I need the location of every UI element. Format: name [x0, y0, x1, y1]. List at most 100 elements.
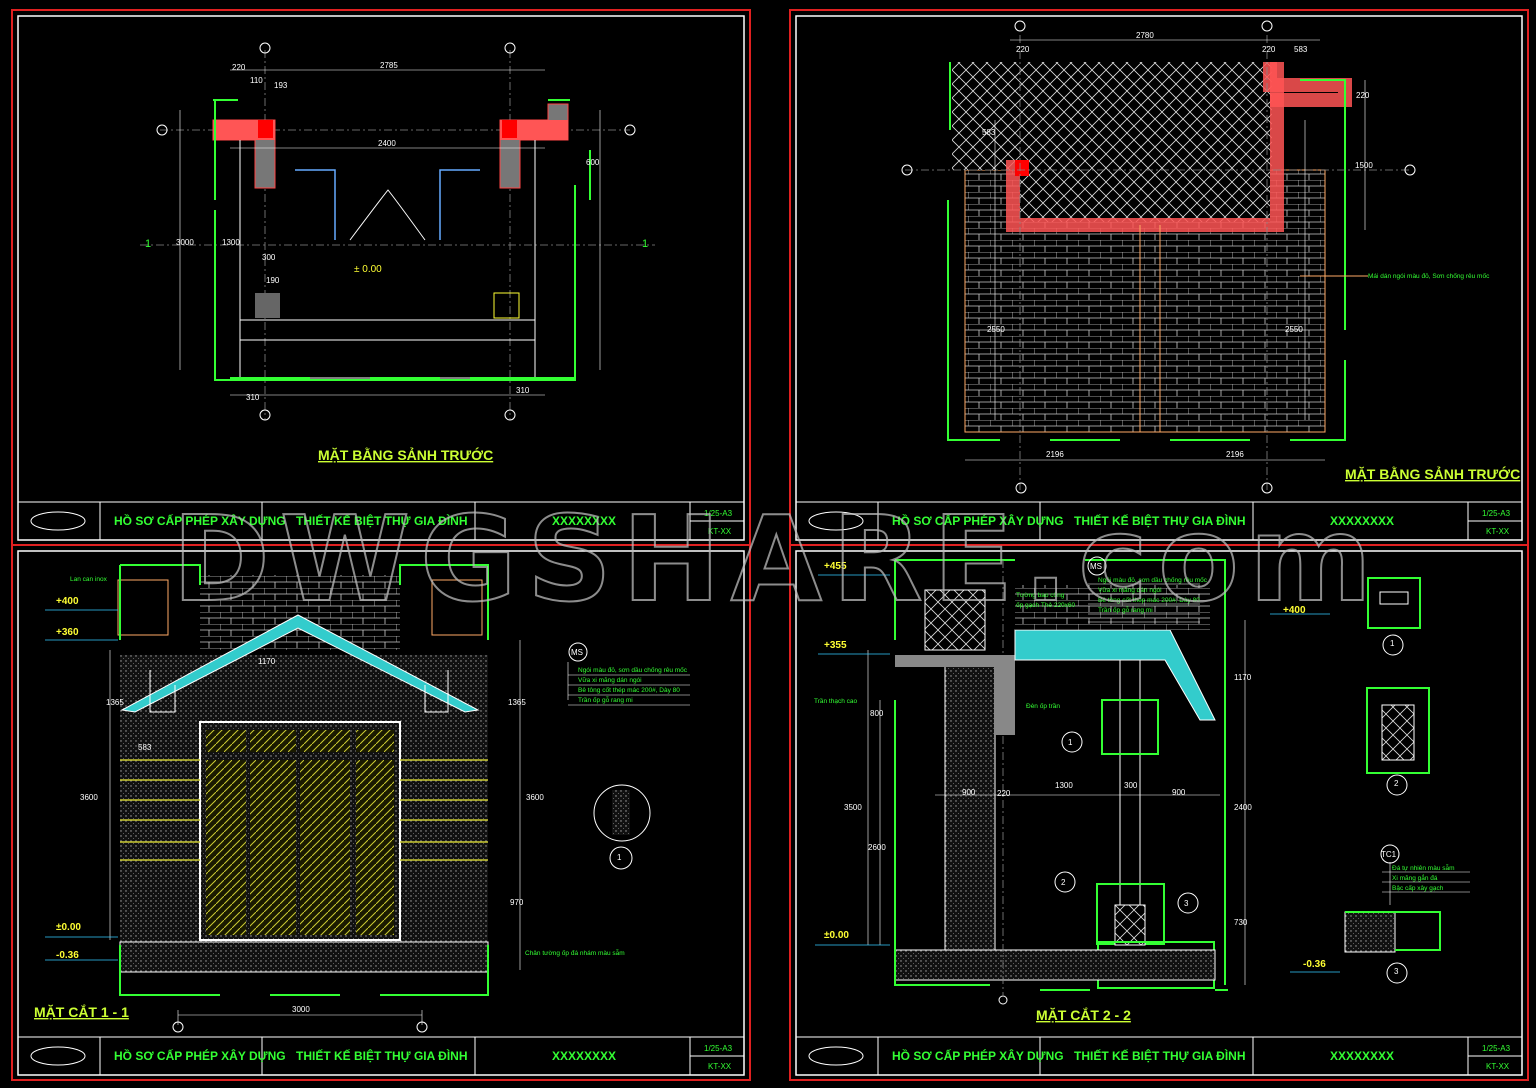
material-note: Bê tông cốt thép mác 200#, Dày 80: [578, 685, 680, 694]
dim-label: 310: [246, 393, 260, 402]
panel-title: MẶT CẮT 1 - 1: [34, 1003, 129, 1020]
dim-label: 300: [1124, 781, 1138, 790]
wall-note: Tường bao cổng: [1016, 591, 1065, 599]
dim-label: 1170: [258, 657, 276, 666]
dim-label: 220: [1356, 91, 1370, 100]
level-label: +355: [824, 640, 847, 651]
panel-title: MẶT BẰNG SẢNH TRƯỚC: [1345, 465, 1520, 482]
dim-label: 3600: [80, 793, 98, 802]
dim-label: 220: [1262, 45, 1276, 54]
dim-label: 190: [266, 276, 280, 285]
project-type: HỒ SƠ CẤP PHÉP XÂY DỰNG: [114, 513, 286, 528]
level-label: -0.36: [1303, 959, 1326, 970]
dim-label: 2196: [1226, 450, 1244, 459]
detail-tag: 2: [1394, 779, 1399, 788]
finish-note: Đá tự nhiên màu sẫm: [1392, 863, 1455, 872]
base-note: Chân tường ốp đá nhám màu sẫm: [525, 948, 625, 957]
dim-label: 193: [274, 81, 288, 90]
level-label: ±0.00: [56, 922, 81, 933]
material-note: Ngói màu đỏ, sơn dầu chống rêu mốc: [1098, 575, 1208, 584]
section-mark: 1: [642, 238, 648, 250]
dim-label: 1300: [222, 238, 240, 247]
ceiling-note: Trần thạch cao: [814, 696, 858, 705]
detail-tag: 1: [1390, 639, 1395, 648]
level-label: +400: [56, 596, 79, 607]
project-type: HỒ SƠ CẤP PHÉP XÂY DỰNG: [114, 1048, 286, 1063]
dim-label: 220: [997, 789, 1011, 798]
company-logo-icon: [30, 1046, 86, 1066]
watermark: DWGSHARE.com: [172, 490, 1372, 628]
detail-tag: 3: [1394, 967, 1399, 976]
dim-label: 1365: [508, 698, 526, 707]
dim-label: 900: [962, 788, 976, 797]
plan-right: 2780 220 220 583 583 220 1500 2196 2196 …: [901, 20, 1520, 494]
title-block-top-left: HỒ SƠ CẤP PHÉP XÂY DỰNG THIẾT KẾ BIỆT TH…: [17, 501, 745, 541]
scale: 1/25-A3: [1482, 509, 1511, 518]
dim-label: 2550: [1285, 325, 1303, 334]
company-logo-icon: [808, 511, 864, 531]
company-logo-icon: [30, 511, 86, 531]
dim-label: 583: [138, 743, 152, 752]
scale: 1/25-A3: [1482, 1044, 1511, 1053]
detail-tag: 1: [1068, 738, 1073, 747]
project-type: HỒ SƠ CẤP PHÉP XÂY DỰNG: [892, 513, 1064, 528]
detail-tag: 3: [1184, 899, 1189, 908]
dim-label: 220: [1016, 45, 1030, 54]
ms-tag: MS: [571, 648, 583, 657]
company-logo-icon: [808, 1046, 864, 1066]
dim-label: 2400: [1234, 803, 1252, 812]
dim-label: 970: [510, 898, 524, 907]
detail-tag: 1: [617, 853, 622, 862]
title-block-bottom-right: HỒ SƠ CẤP PHÉP XÂY DỰNG THIẾT KẾ BIỆT TH…: [795, 1036, 1523, 1076]
dim-label: 583: [982, 128, 996, 137]
title-block-top-right: HỒ SƠ CẤP PHÉP XÂY DỰNG THIẾT KẾ BIỆT TH…: [795, 501, 1523, 541]
dim-label: 900: [1172, 788, 1186, 797]
tc1-tag: TC1: [1381, 850, 1397, 859]
roof-note: Mái dán ngói màu đỏ, Sơn chống rêu mốc: [1368, 271, 1490, 280]
dim-label: 1300: [1055, 781, 1073, 790]
scale: 1/25-A3: [704, 509, 733, 518]
dim-label: 310: [516, 386, 530, 395]
finish-note: Bậc cấp xây gạch: [1392, 883, 1444, 892]
sheet-number: KT-XX: [708, 1062, 732, 1071]
project-name: THIẾT KẾ BIỆT THỰ GIA ĐÌNH: [1074, 1048, 1246, 1063]
scale: 1/25-A3: [704, 1044, 733, 1053]
panel-title: MẶT CẮT 2 - 2: [1036, 1006, 1131, 1023]
level-label: ± 0.00: [354, 264, 382, 275]
level-label: ±0.00: [824, 930, 849, 941]
material-note: Ngói màu đỏ, sơn dầu chống rêu mốc: [578, 665, 688, 674]
section-mark: 1: [145, 238, 151, 250]
dim-label: 2400: [378, 139, 396, 148]
section-2-2: 1300 300 900 900 220 3500 2600 800 1170 …: [814, 556, 1470, 1023]
project-name: THIẾT KẾ BIỆT THỰ GIA ĐÌNH: [296, 1048, 468, 1063]
finish-note: Xi măng gắn đá: [1392, 873, 1438, 882]
drawing-code: XXXXXXXX: [1330, 514, 1394, 528]
plan-left: 2785 2400 220 110 193 3000 1300 300 190 …: [140, 42, 655, 463]
project-type: HỒ SƠ CẤP PHÉP XÂY DỰNG: [892, 1048, 1064, 1063]
dim-label: 1365: [106, 698, 124, 707]
drawing-code: XXXXXXXX: [552, 514, 616, 528]
dim-label: 110: [250, 76, 263, 85]
dim-label: 2780: [1136, 31, 1154, 40]
dim-label: 583: [1294, 45, 1308, 54]
material-note: Trần ốp gỗ rang mi: [578, 695, 633, 704]
dim-label: 800: [870, 709, 884, 718]
drawing-code: XXXXXXXX: [1330, 1049, 1394, 1063]
material-note: Vữa xi măng dán ngói: [578, 677, 642, 684]
drawing-code: XXXXXXXX: [552, 1049, 616, 1063]
level-label: +360: [56, 627, 79, 638]
dim-label: 600: [586, 158, 600, 167]
dim-label: 730: [1234, 918, 1248, 927]
sheet-number: KT-XX: [1486, 1062, 1510, 1071]
railing-note: Lan can inox: [70, 576, 108, 583]
sheet-number: KT-XX: [1486, 527, 1510, 536]
material-note: Bê tông cốt thép mác 200#, Dày 80: [1098, 595, 1200, 604]
sheet-number: KT-XX: [708, 527, 732, 536]
level-label: -0.36: [56, 950, 79, 961]
dim-label: 3000: [176, 238, 194, 247]
panel-title: MẶT BẰNG SẢNH TRƯỚC: [318, 446, 493, 463]
dim-label: 1500: [1355, 161, 1373, 170]
dim-label: 220: [232, 63, 246, 72]
dim-label: 3000: [292, 1005, 310, 1014]
